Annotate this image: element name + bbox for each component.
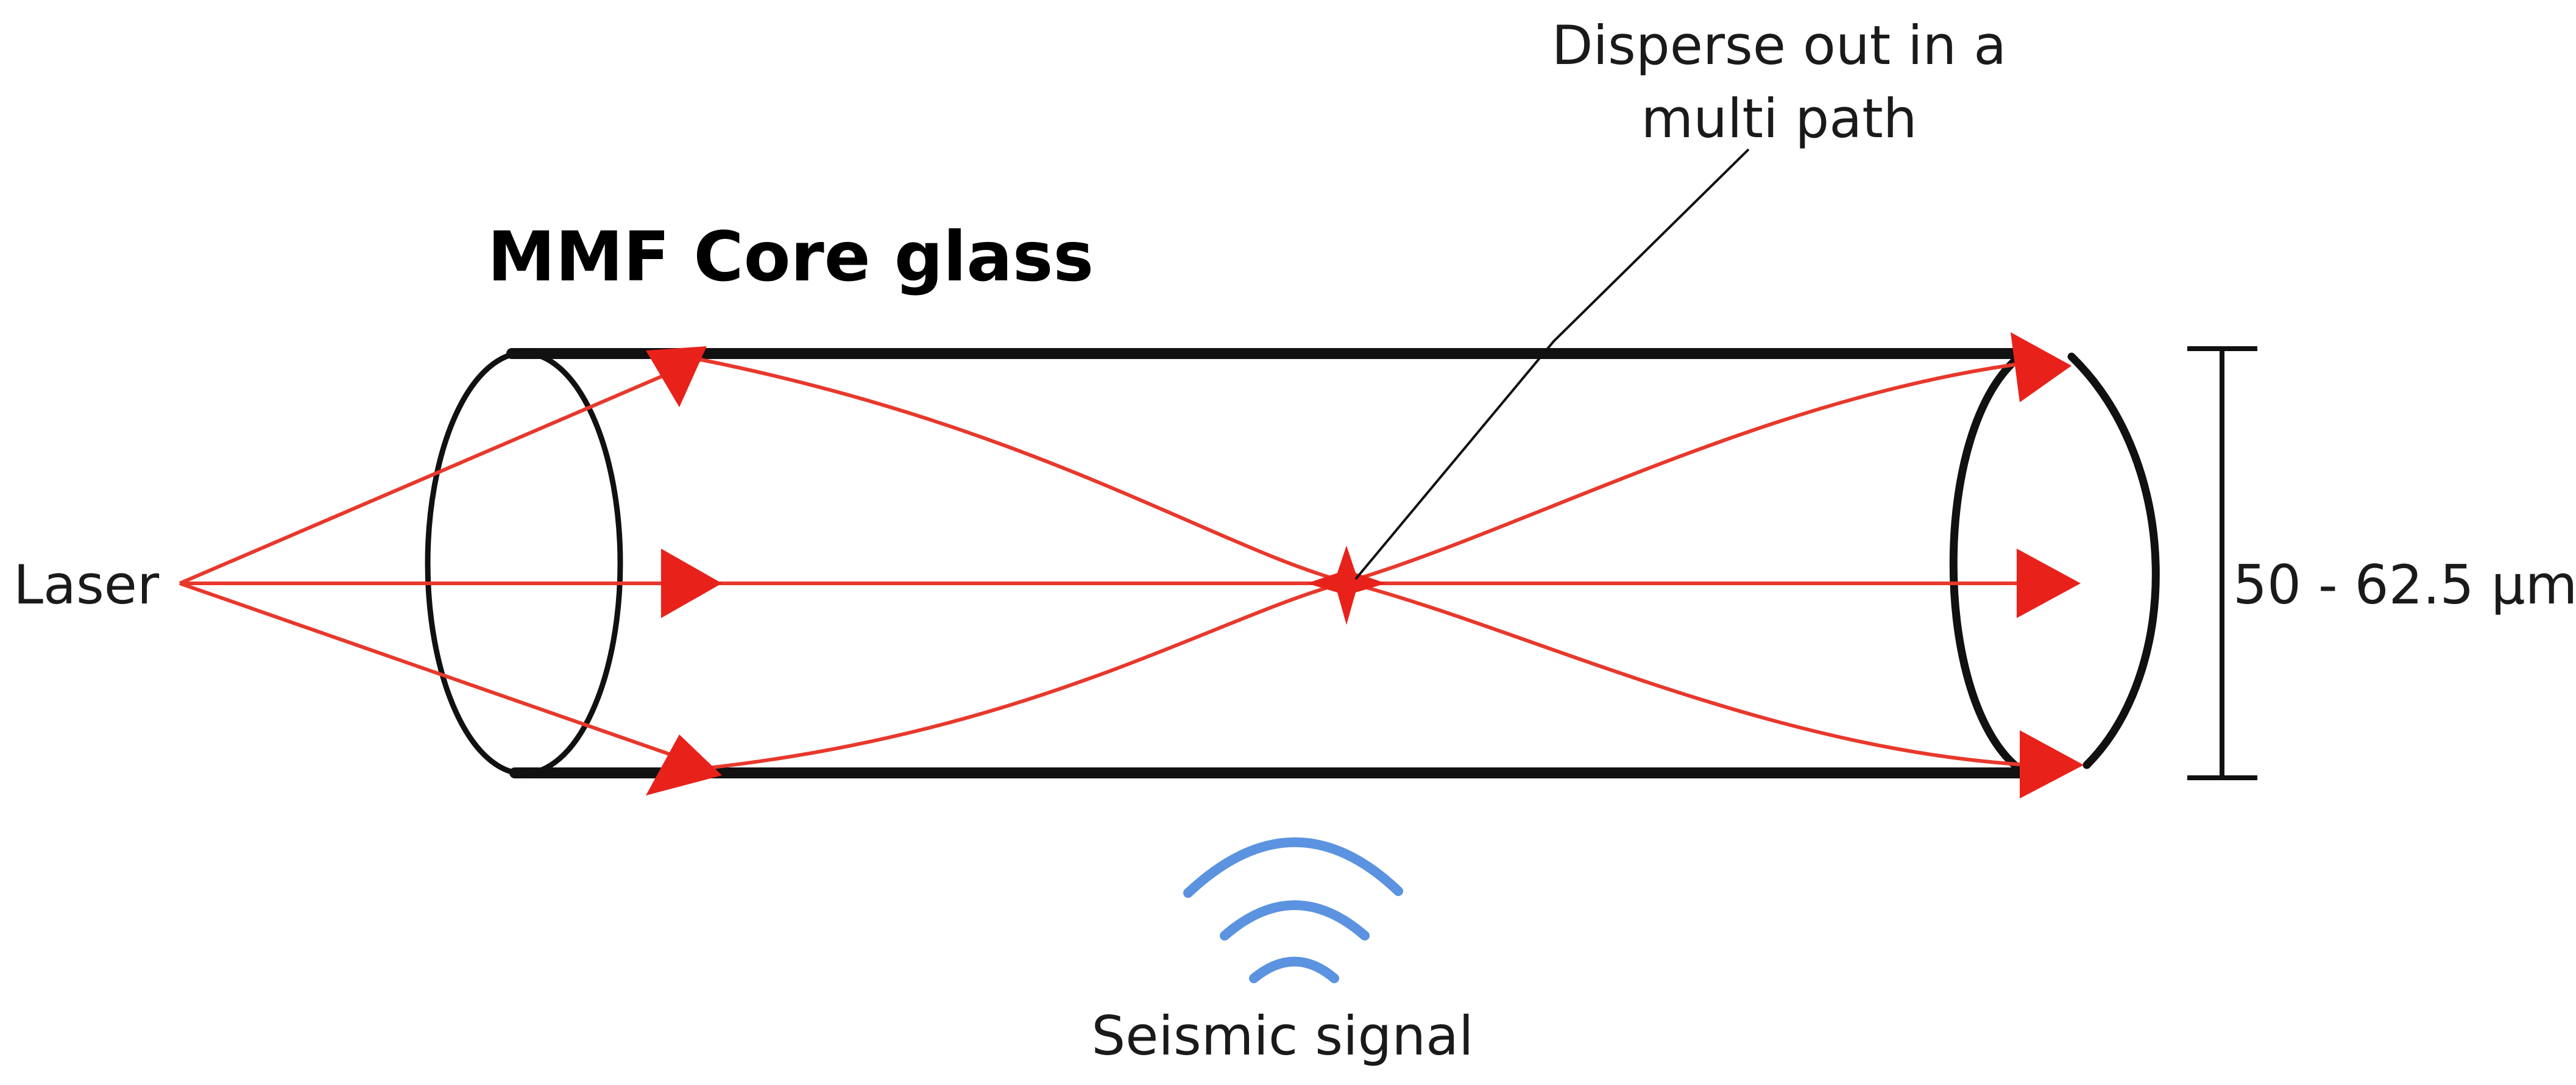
disperse-callout-line	[1354, 148, 1750, 580]
arrowhead-middle-left	[661, 549, 722, 618]
arrowhead-middle-right	[2017, 549, 2081, 618]
seismic-wave-inner	[1249, 956, 1339, 983]
arrowhead-top-left	[646, 346, 707, 407]
diameter-dimension	[2187, 346, 2257, 780]
seismic-label: Seismic signal	[1091, 1005, 1473, 1067]
ray-arrowheads	[646, 332, 2084, 799]
ray-top-to-bottom	[700, 358, 2029, 767]
fiber-right-end-inner	[1949, 352, 2024, 774]
seismic-wave-middle	[1220, 900, 1370, 941]
disperse-label-line1: Disperse out in a	[1552, 14, 2006, 77]
fiber-cylinder	[425, 348, 2160, 778]
ray-source-bottom	[179, 582, 701, 767]
arrowhead-bottom-left	[646, 735, 722, 795]
diagram-title: MMF Core glass	[487, 218, 1094, 297]
arrowhead-top-right	[2011, 332, 2072, 402]
scatter-point	[1307, 546, 1386, 625]
ray-source-top	[179, 358, 702, 585]
disperse-label-line2: multi path	[1641, 87, 1917, 150]
laser-rays	[179, 358, 2029, 770]
seismic-waves	[1183, 837, 1403, 983]
laser-label: Laser	[13, 553, 160, 616]
diameter-label: 50 - 62.5 µm	[2233, 553, 2576, 616]
fiber-right-end-outer	[2067, 352, 2160, 769]
seismic-wave-outer	[1183, 837, 1403, 898]
arrowhead-bottom-right	[2020, 730, 2084, 799]
fiber-left-end	[425, 350, 623, 777]
